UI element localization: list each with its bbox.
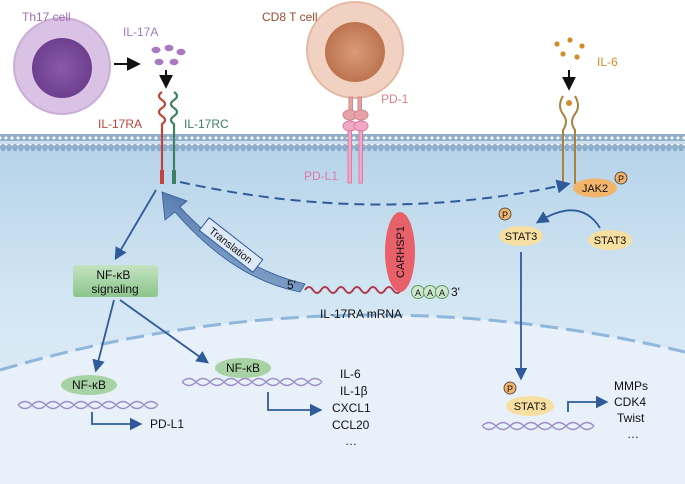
cell-membrane — [0, 134, 685, 151]
il6-ligand-label: IL-6 — [597, 55, 618, 69]
il17a-ligands — [151, 44, 186, 66]
stat3-target-list: MMPs CDK4 Twist … — [614, 379, 648, 441]
pd1-label: PD-1 — [381, 92, 409, 106]
nfkb-right-protein — [215, 358, 271, 378]
nfkb-left-protein — [61, 375, 117, 395]
stat3-left-label: STAT3 — [505, 231, 538, 243]
cytokine-item: CCL20 — [332, 418, 370, 432]
cytokine-list: IL-6 IL-1β CXCL1 CCL20 … — [332, 367, 371, 448]
pdl1-ligand — [342, 120, 369, 184]
stat3-phospho-icon — [498, 207, 512, 221]
receptor-to-nfkb-arrow — [114, 189, 157, 261]
translation-arrow — [161, 191, 306, 293]
cytokine-transcription-arrow — [267, 392, 323, 417]
nfkb-right-label: NF-κB — [226, 361, 260, 375]
poly-a-tail — [411, 285, 449, 299]
stat3-nucleus-label: STAT3 — [514, 401, 547, 413]
dna-helix-right — [481, 421, 595, 431]
cytokine-item: IL-1β — [340, 384, 368, 398]
stat3-nucleus-protein — [506, 396, 554, 416]
pdl1-gene-label: PD-L1 — [150, 417, 184, 431]
stat3-target-item: CDK4 — [614, 395, 646, 409]
nfkb-signaling-line1: NF-κB — [96, 268, 130, 282]
stat3-target-item: MMPs — [614, 379, 648, 393]
cd8-t-cell — [306, 1, 404, 99]
nfkb-to-pdl1-arrow — [92, 299, 115, 373]
il6-ligands — [554, 37, 585, 60]
cd8-cell-label: CD8 T cell — [262, 10, 318, 24]
stat3-transcription-arrow — [567, 395, 609, 412]
jak2-label: JAK2 — [582, 183, 608, 195]
nfkb-to-cytokine-arrow — [119, 299, 210, 364]
pdl1-membrane-label: PD-L1 — [304, 169, 338, 183]
cytokine-item: … — [345, 434, 357, 448]
nfkb-signaling-box — [73, 265, 158, 297]
th17-cell — [13, 17, 111, 115]
mrna-label: IL-17RA mRNA — [320, 307, 402, 321]
nucleus — [0, 315, 685, 484]
jak2-phospho-label: P — [618, 174, 624, 184]
stat3-target-item: … — [627, 427, 639, 441]
carhsp1-label: CARHSP1 — [395, 226, 407, 278]
nfkb-left-label: NF-κB — [72, 378, 106, 392]
stat3-nucleus-phospho-label: P — [507, 384, 513, 394]
poly-a-1: A — [415, 288, 421, 298]
stat3-target-item: Twist — [617, 411, 645, 425]
stat3-phospho-protein — [499, 226, 543, 246]
il6-receptor — [559, 95, 579, 184]
stat3-nucleus-phospho-icon — [503, 381, 517, 395]
il17ra-mrna-strand — [304, 286, 402, 294]
three-prime-label: 3' — [451, 285, 460, 299]
stat3-right-label: STAT3 — [594, 235, 627, 247]
carhsp1-protein — [385, 212, 415, 292]
stat3-protein — [588, 230, 632, 250]
dna-helix-left — [17, 400, 159, 410]
poly-a-2: A — [427, 288, 433, 298]
jak2-protein — [573, 178, 617, 198]
stat3-phosphorylation-arrow — [535, 209, 601, 229]
stat3-phospho-label: P — [502, 210, 508, 220]
jak2-phospho-icon — [614, 171, 628, 185]
th17-cell-label: Th17 cell — [22, 10, 71, 24]
cytokine-item: CXCL1 — [332, 401, 371, 415]
receptor-to-jak2-arrow — [179, 179, 571, 206]
il17a-label: IL-17A — [123, 25, 158, 39]
cytokine-item: IL-6 — [340, 367, 361, 381]
five-prime-label: 5' — [287, 278, 296, 292]
nfkb-signaling-label: NF-κB signaling — [91, 268, 138, 296]
il17rc-label: IL-17RC — [184, 117, 229, 131]
nuclear-envelope — [0, 313, 685, 372]
dna-helix-middle — [181, 377, 323, 387]
pdl1-transcription-arrow — [91, 412, 143, 431]
poly-a-3: A — [439, 288, 445, 298]
nfkb-signaling-line2: signaling — [91, 282, 138, 296]
il17ra-label: IL-17RA — [98, 117, 142, 131]
pd1-receptor — [342, 96, 369, 121]
il17-receptor — [157, 91, 179, 184]
